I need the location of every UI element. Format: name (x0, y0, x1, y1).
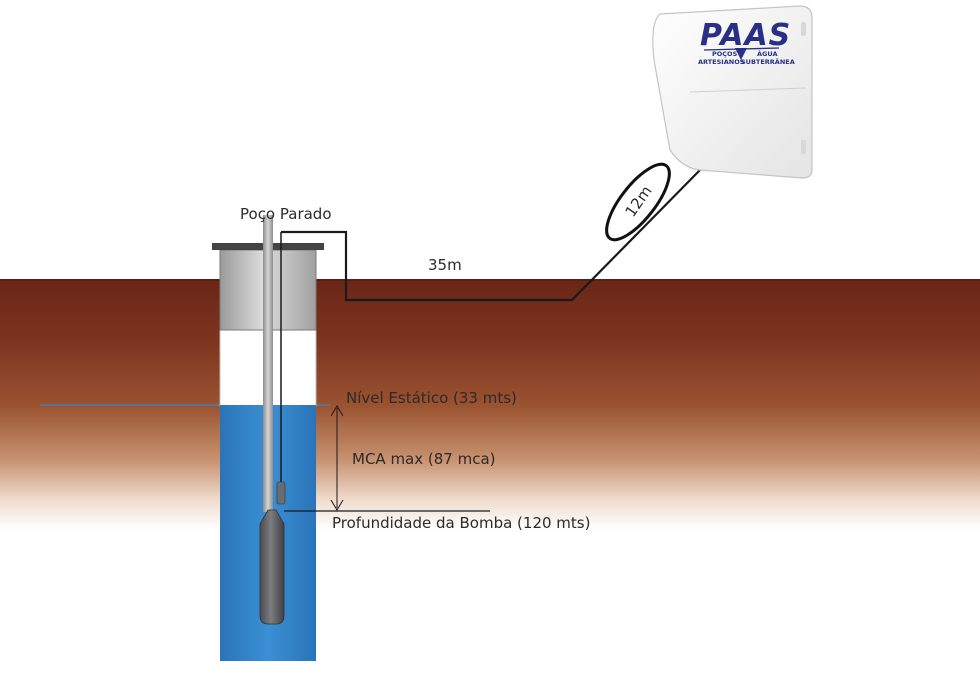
logo-brand: PAAS (700, 18, 791, 53)
control-box-icon: PAAS POÇOS ARTESIANOS ÁGUA SUBTERRÂNEA (652, 5, 813, 179)
submersible-pump-icon (259, 509, 285, 625)
mca-arrow-top (330, 405, 344, 417)
static-level-label: Nível Estático (33 mts) (346, 389, 517, 407)
well-name-label: Poço Parado (240, 205, 332, 223)
horizontal-distance-label: 35m (428, 256, 462, 274)
logo-left-line1: POÇOS (712, 50, 738, 58)
level-sensor-icon (276, 481, 286, 505)
logo-right-line1: ÁGUA (757, 49, 777, 58)
mca-arrow-bottom (330, 499, 344, 511)
riser-pipe (263, 215, 273, 512)
control-cable (281, 169, 701, 302)
pump-depth-label: Profundidade da Bomba (120 mts) (332, 514, 590, 532)
logo-drop-icon (735, 48, 747, 60)
vertical-distance-ring (605, 162, 671, 242)
logo-left-line2: ARTESIANOS (698, 58, 745, 66)
mca-max-label: MCA max (87 mca) (352, 450, 496, 468)
logo-right-line2: SUBTERRÂNEA (741, 57, 795, 66)
